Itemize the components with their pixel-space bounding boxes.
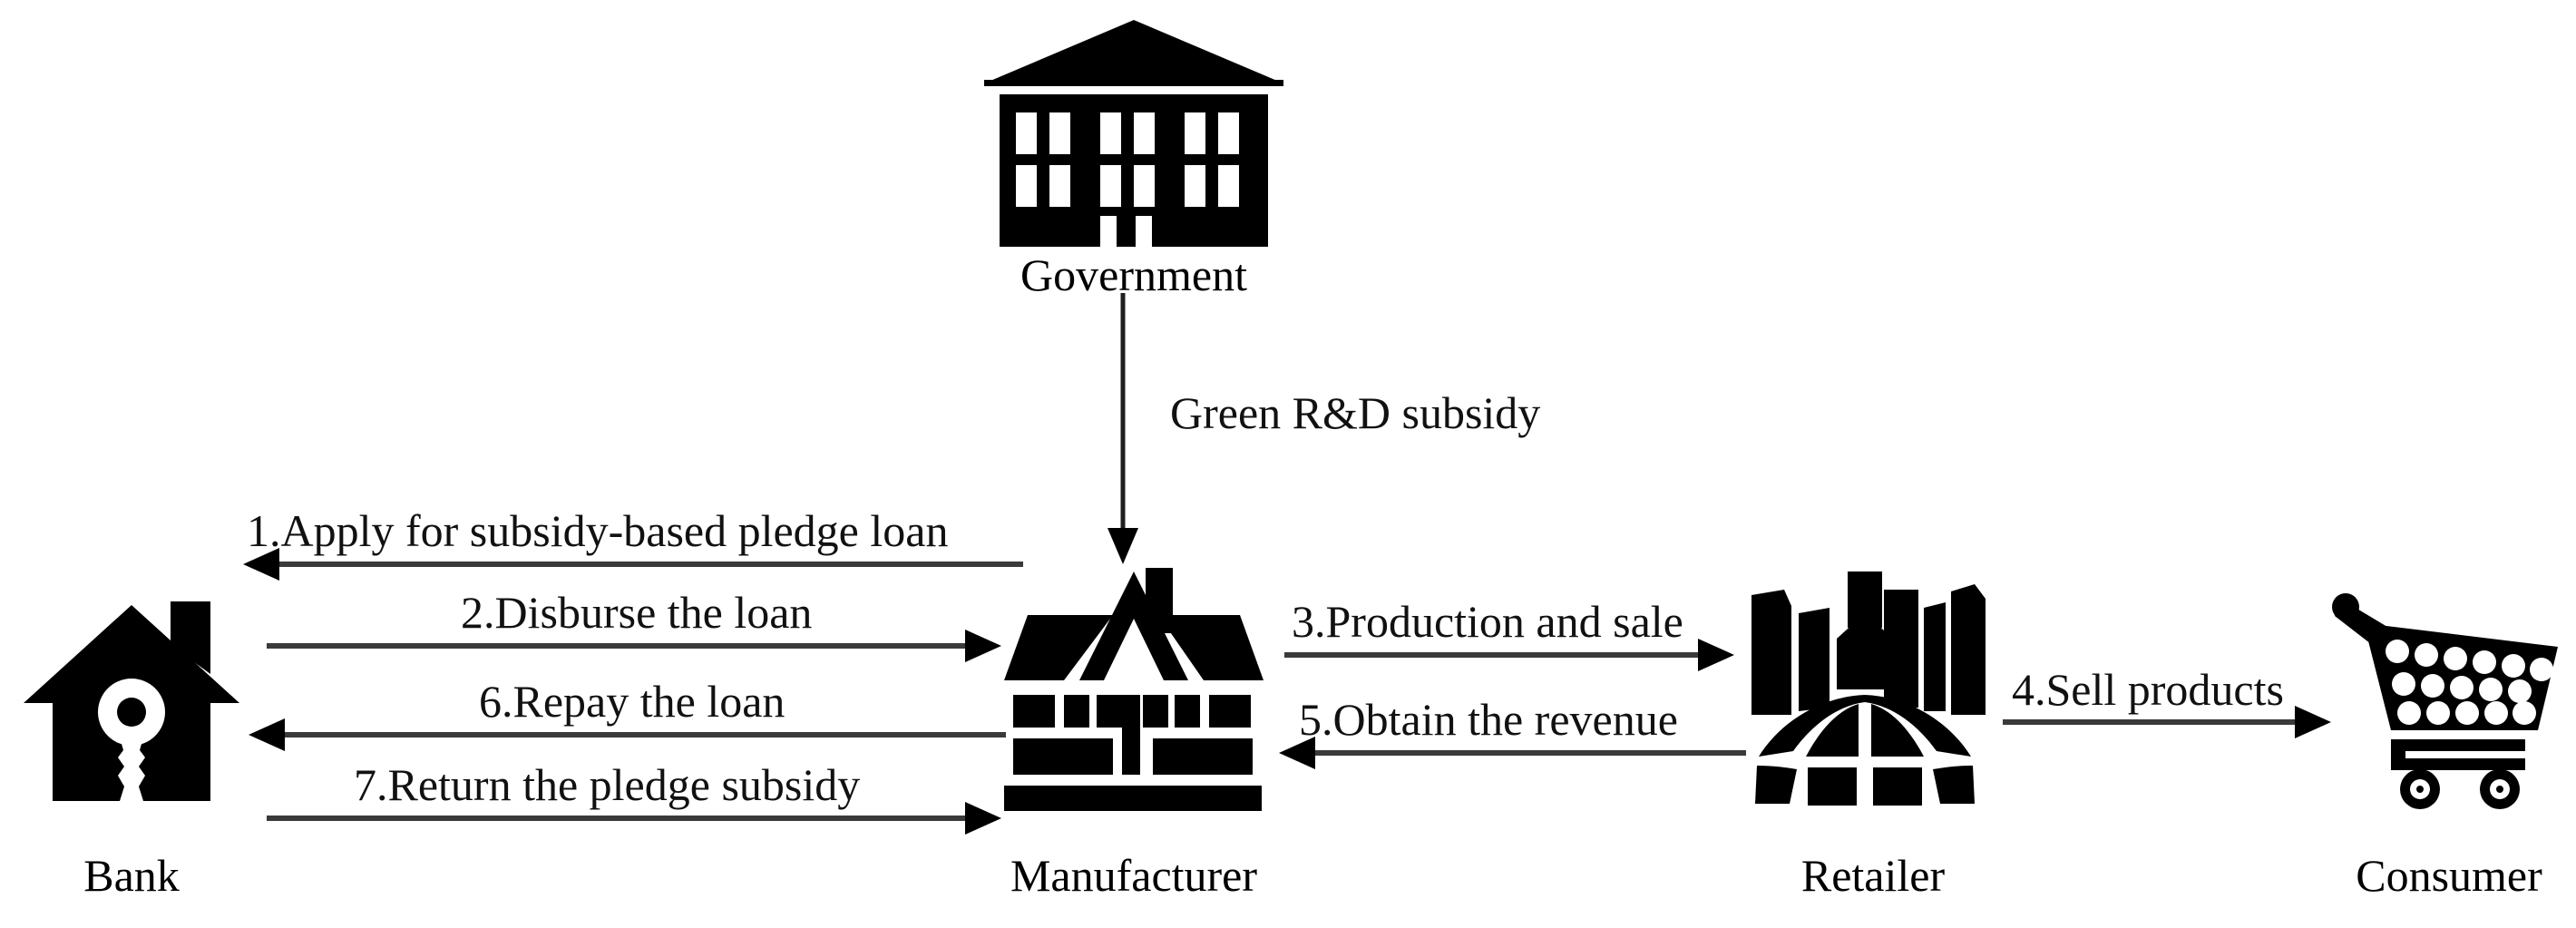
arrow-green-rd-subsidy: [1105, 290, 1143, 571]
factory-house-icon: [1002, 562, 1265, 812]
node-manufacturer[interactable]: [1002, 562, 1265, 812]
arrow-disburse-the-loan: [263, 626, 1007, 666]
flow-label-return-the-pledge-subsidy: 7.Return the pledge subsidy: [354, 759, 861, 810]
node-label-consumer: Consumer: [2356, 850, 2542, 901]
node-label-retailer: Retailer: [1800, 850, 1946, 901]
node-retailer[interactable]: [1746, 562, 1991, 812]
flow-label-disburse-the-loan: 2.Disburse the loan: [461, 587, 813, 638]
node-government[interactable]: [980, 13, 1288, 249]
node-label-manufacturer: Manufacturer: [1010, 850, 1258, 901]
flow-label-repay-the-loan: 6.Repay the loan: [479, 676, 785, 727]
city-globe-icon: [1746, 562, 1991, 812]
arrow-repay-the-loan: [243, 715, 1010, 755]
node-consumer[interactable]: [2331, 593, 2571, 812]
flow-label-production-and-sale: 3.Production and sale: [1292, 596, 1683, 647]
flow-label-obtain-the-revenue: 5.Obtain the revenue: [1299, 694, 1678, 745]
arrow-apply-for-subsidy-based-pledge-loan: [238, 544, 1027, 584]
shopping-cart-icon: [2331, 593, 2571, 812]
government-building-icon: [980, 13, 1288, 249]
flow-label-green-rd-subsidy: Green R&D subsidy: [1170, 387, 1541, 438]
flow-label-sell-products: 4.Sell products: [2012, 664, 2284, 715]
flow-label-apply-for-subsidy-based-pledge-loan: 1.Apply for subsidy-based pledge loan: [247, 505, 949, 556]
node-label-government: Government: [1020, 249, 1247, 300]
arrow-return-the-pledge-subsidy: [263, 798, 1007, 838]
bank-house-key-icon: [18, 585, 263, 812]
node-label-bank: Bank: [83, 850, 180, 901]
node-bank[interactable]: [18, 585, 263, 812]
arrow-sell-products: [1999, 702, 2335, 742]
arrow-obtain-the-revenue: [1273, 733, 1750, 773]
arrow-production-and-sale: [1281, 635, 1739, 675]
